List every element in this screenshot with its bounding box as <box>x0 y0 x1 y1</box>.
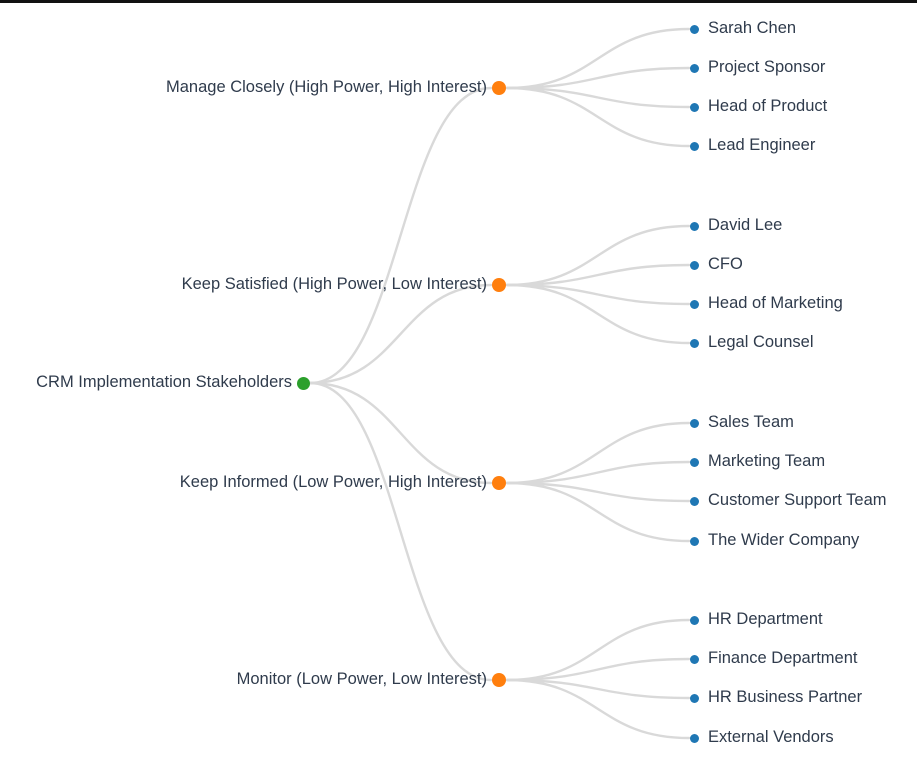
leaf-node-0-0[interactable] <box>689 24 699 34</box>
link-branch-1-to-leaf-2 <box>505 283 691 306</box>
leaf-node-1-2[interactable] <box>689 299 699 309</box>
leaf-node-label-3-0: HR Department <box>708 610 823 628</box>
leaf-node-label-1-2: Head of Marketing <box>708 294 843 312</box>
link-root-to-branch-2 <box>308 381 493 485</box>
link-branch-0-to-leaf-1 <box>505 66 691 90</box>
leaf-node-2-0[interactable] <box>689 418 699 428</box>
link-branch-3-to-leaf-2 <box>505 678 691 700</box>
leaf-node-1-3[interactable] <box>689 338 699 348</box>
link-root-to-branch-0 <box>308 86 493 385</box>
link-branch-1-to-leaf-0 <box>505 224 691 287</box>
leaf-node-0-2[interactable] <box>689 102 699 112</box>
leaf-node-3-0[interactable] <box>689 615 699 625</box>
link-branch-2-to-leaf-3 <box>505 481 691 543</box>
branch-node-label-0: Manage Closely (High Power, High Interes… <box>166 78 487 96</box>
link-branch-0-to-leaf-3 <box>505 86 691 148</box>
root-node-label: CRM Implementation Stakeholders <box>36 373 292 391</box>
top-border-rule <box>0 0 917 3</box>
leaf-node-label-3-3: External Vendors <box>708 728 834 746</box>
link-branch-1-to-leaf-1 <box>505 263 691 287</box>
leaf-node-0-3[interactable] <box>689 141 699 151</box>
branch-node-3[interactable] <box>492 673 506 687</box>
branch-node-1[interactable] <box>492 278 506 292</box>
branch-node-label-2: Keep Informed (Low Power, High Interest) <box>179 473 487 491</box>
branch-node-0[interactable] <box>492 81 506 95</box>
root-node[interactable] <box>296 376 310 390</box>
link-branch-3-to-leaf-0 <box>505 618 691 682</box>
leaf-node-3-2[interactable] <box>689 693 699 703</box>
leaf-node-label-2-2: Customer Support Team <box>708 491 887 509</box>
link-branch-2-to-leaf-2 <box>505 481 691 503</box>
leaf-node-label-2-3: The Wider Company <box>708 531 860 549</box>
link-root-to-branch-3 <box>308 381 493 682</box>
leaf-node-label-0-1: Project Sponsor <box>708 58 826 76</box>
branch-node-2[interactable] <box>492 476 506 490</box>
link-root-to-branch-1 <box>308 283 493 385</box>
branch-node-label-3: Monitor (Low Power, Low Interest) <box>236 670 487 688</box>
leaf-node-label-0-0: Sarah Chen <box>708 19 797 37</box>
link-branch-3-to-leaf-1 <box>505 657 691 682</box>
leaf-node-label-1-1: CFO <box>708 255 743 273</box>
leaf-node-1-0[interactable] <box>689 221 699 231</box>
link-branch-0-to-leaf-2 <box>505 86 691 109</box>
link-branch-2-to-leaf-1 <box>505 460 691 485</box>
leaf-node-label-2-0: Sales Team <box>708 413 794 431</box>
leaf-node-label-3-2: HR Business Partner <box>708 688 863 706</box>
branch-node-label-1: Keep Satisfied (High Power, Low Interest… <box>181 275 487 293</box>
leaf-node-2-3[interactable] <box>689 536 699 546</box>
leaf-node-label-0-3: Lead Engineer <box>708 136 816 154</box>
link-branch-1-to-leaf-3 <box>505 283 691 345</box>
leaf-node-3-1[interactable] <box>689 654 699 664</box>
leaf-node-label-0-2: Head of Product <box>708 97 828 115</box>
link-branch-2-to-leaf-0 <box>505 421 691 485</box>
leaf-node-3-3[interactable] <box>689 733 699 743</box>
link-branch-0-to-leaf-0 <box>505 27 691 90</box>
leaf-node-label-1-3: Legal Counsel <box>708 333 814 351</box>
leaf-node-0-1[interactable] <box>689 63 699 73</box>
leaf-node-1-1[interactable] <box>689 260 699 270</box>
leaf-node-label-1-0: David Lee <box>708 216 783 234</box>
link-branch-3-to-leaf-3 <box>505 678 691 740</box>
leaf-node-2-2[interactable] <box>689 496 699 506</box>
leaf-node-label-3-1: Finance Department <box>708 649 858 667</box>
leaf-node-label-2-1: Marketing Team <box>708 452 826 470</box>
leaf-node-2-1[interactable] <box>689 457 699 467</box>
